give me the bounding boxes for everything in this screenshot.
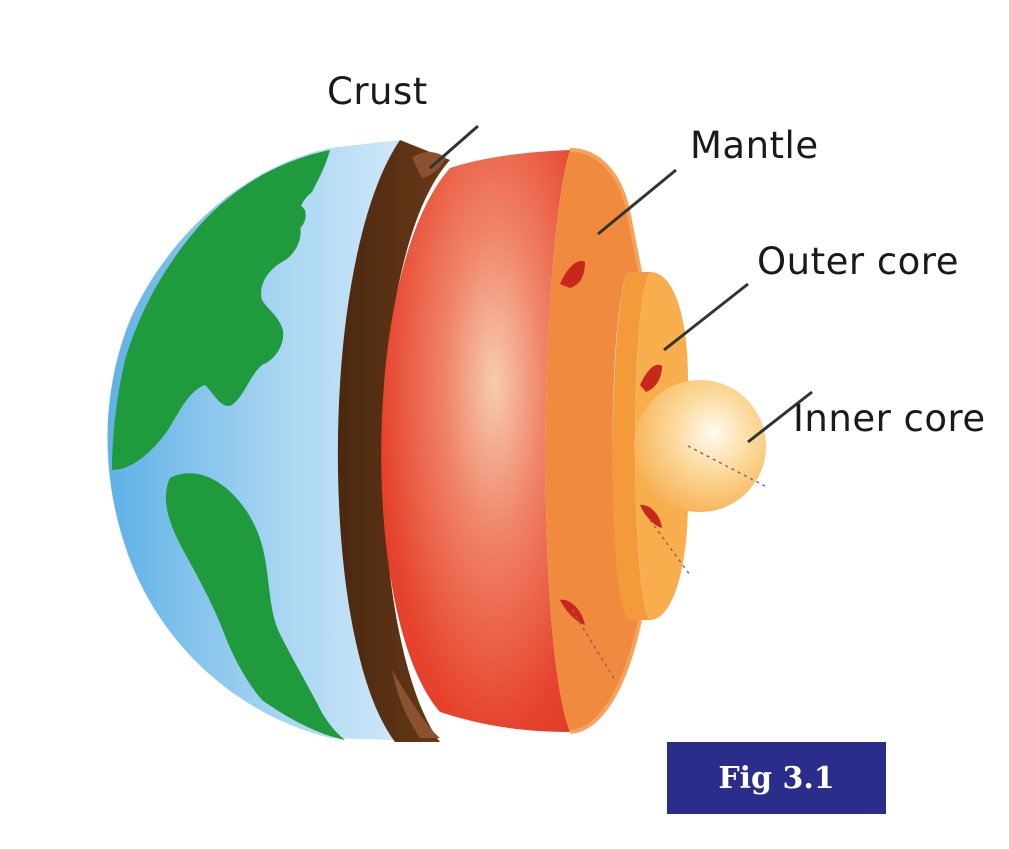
faint-dashed-lines [571, 445, 766, 681]
mantle-body [381, 150, 570, 732]
earth-surface [107, 140, 400, 740]
crust-inner-face-bottom [392, 670, 440, 738]
inner-core-leader-line [747, 390, 813, 444]
mantle-notch-bottom [560, 599, 585, 625]
outer-core-notch-bottom [640, 504, 662, 528]
dashed-line-outer [649, 519, 691, 576]
figure-caption: Fig 3.1 [718, 760, 835, 796]
dashed-line-inner [687, 445, 766, 487]
outer-core-side [612, 272, 650, 620]
crust-inner-face-top [412, 152, 446, 178]
outer-core-leader-line [663, 282, 749, 352]
south-america-landmass [165, 473, 345, 740]
greenland-landmass [266, 200, 306, 234]
outer-core-label: Outer core [757, 240, 959, 283]
mantle-cut-face [545, 150, 640, 732]
mantle-layer [381, 148, 642, 734]
mantle-notch-top [560, 260, 585, 288]
inner-core-sphere [634, 380, 766, 512]
inner-core-label: Inner core [793, 397, 986, 440]
figure-caption-box: Fig 3.1 [667, 742, 886, 814]
outer-core-notch-top [640, 364, 662, 392]
crust-leader-line [429, 124, 479, 170]
mantle-leader-line [597, 168, 677, 236]
island-landmass [232, 228, 252, 246]
leader-lines [429, 124, 813, 444]
mantle-label: Mantle [690, 124, 819, 167]
crust-band [337, 140, 450, 742]
crust-layer [337, 140, 450, 742]
crust-label: Crust [327, 70, 428, 113]
